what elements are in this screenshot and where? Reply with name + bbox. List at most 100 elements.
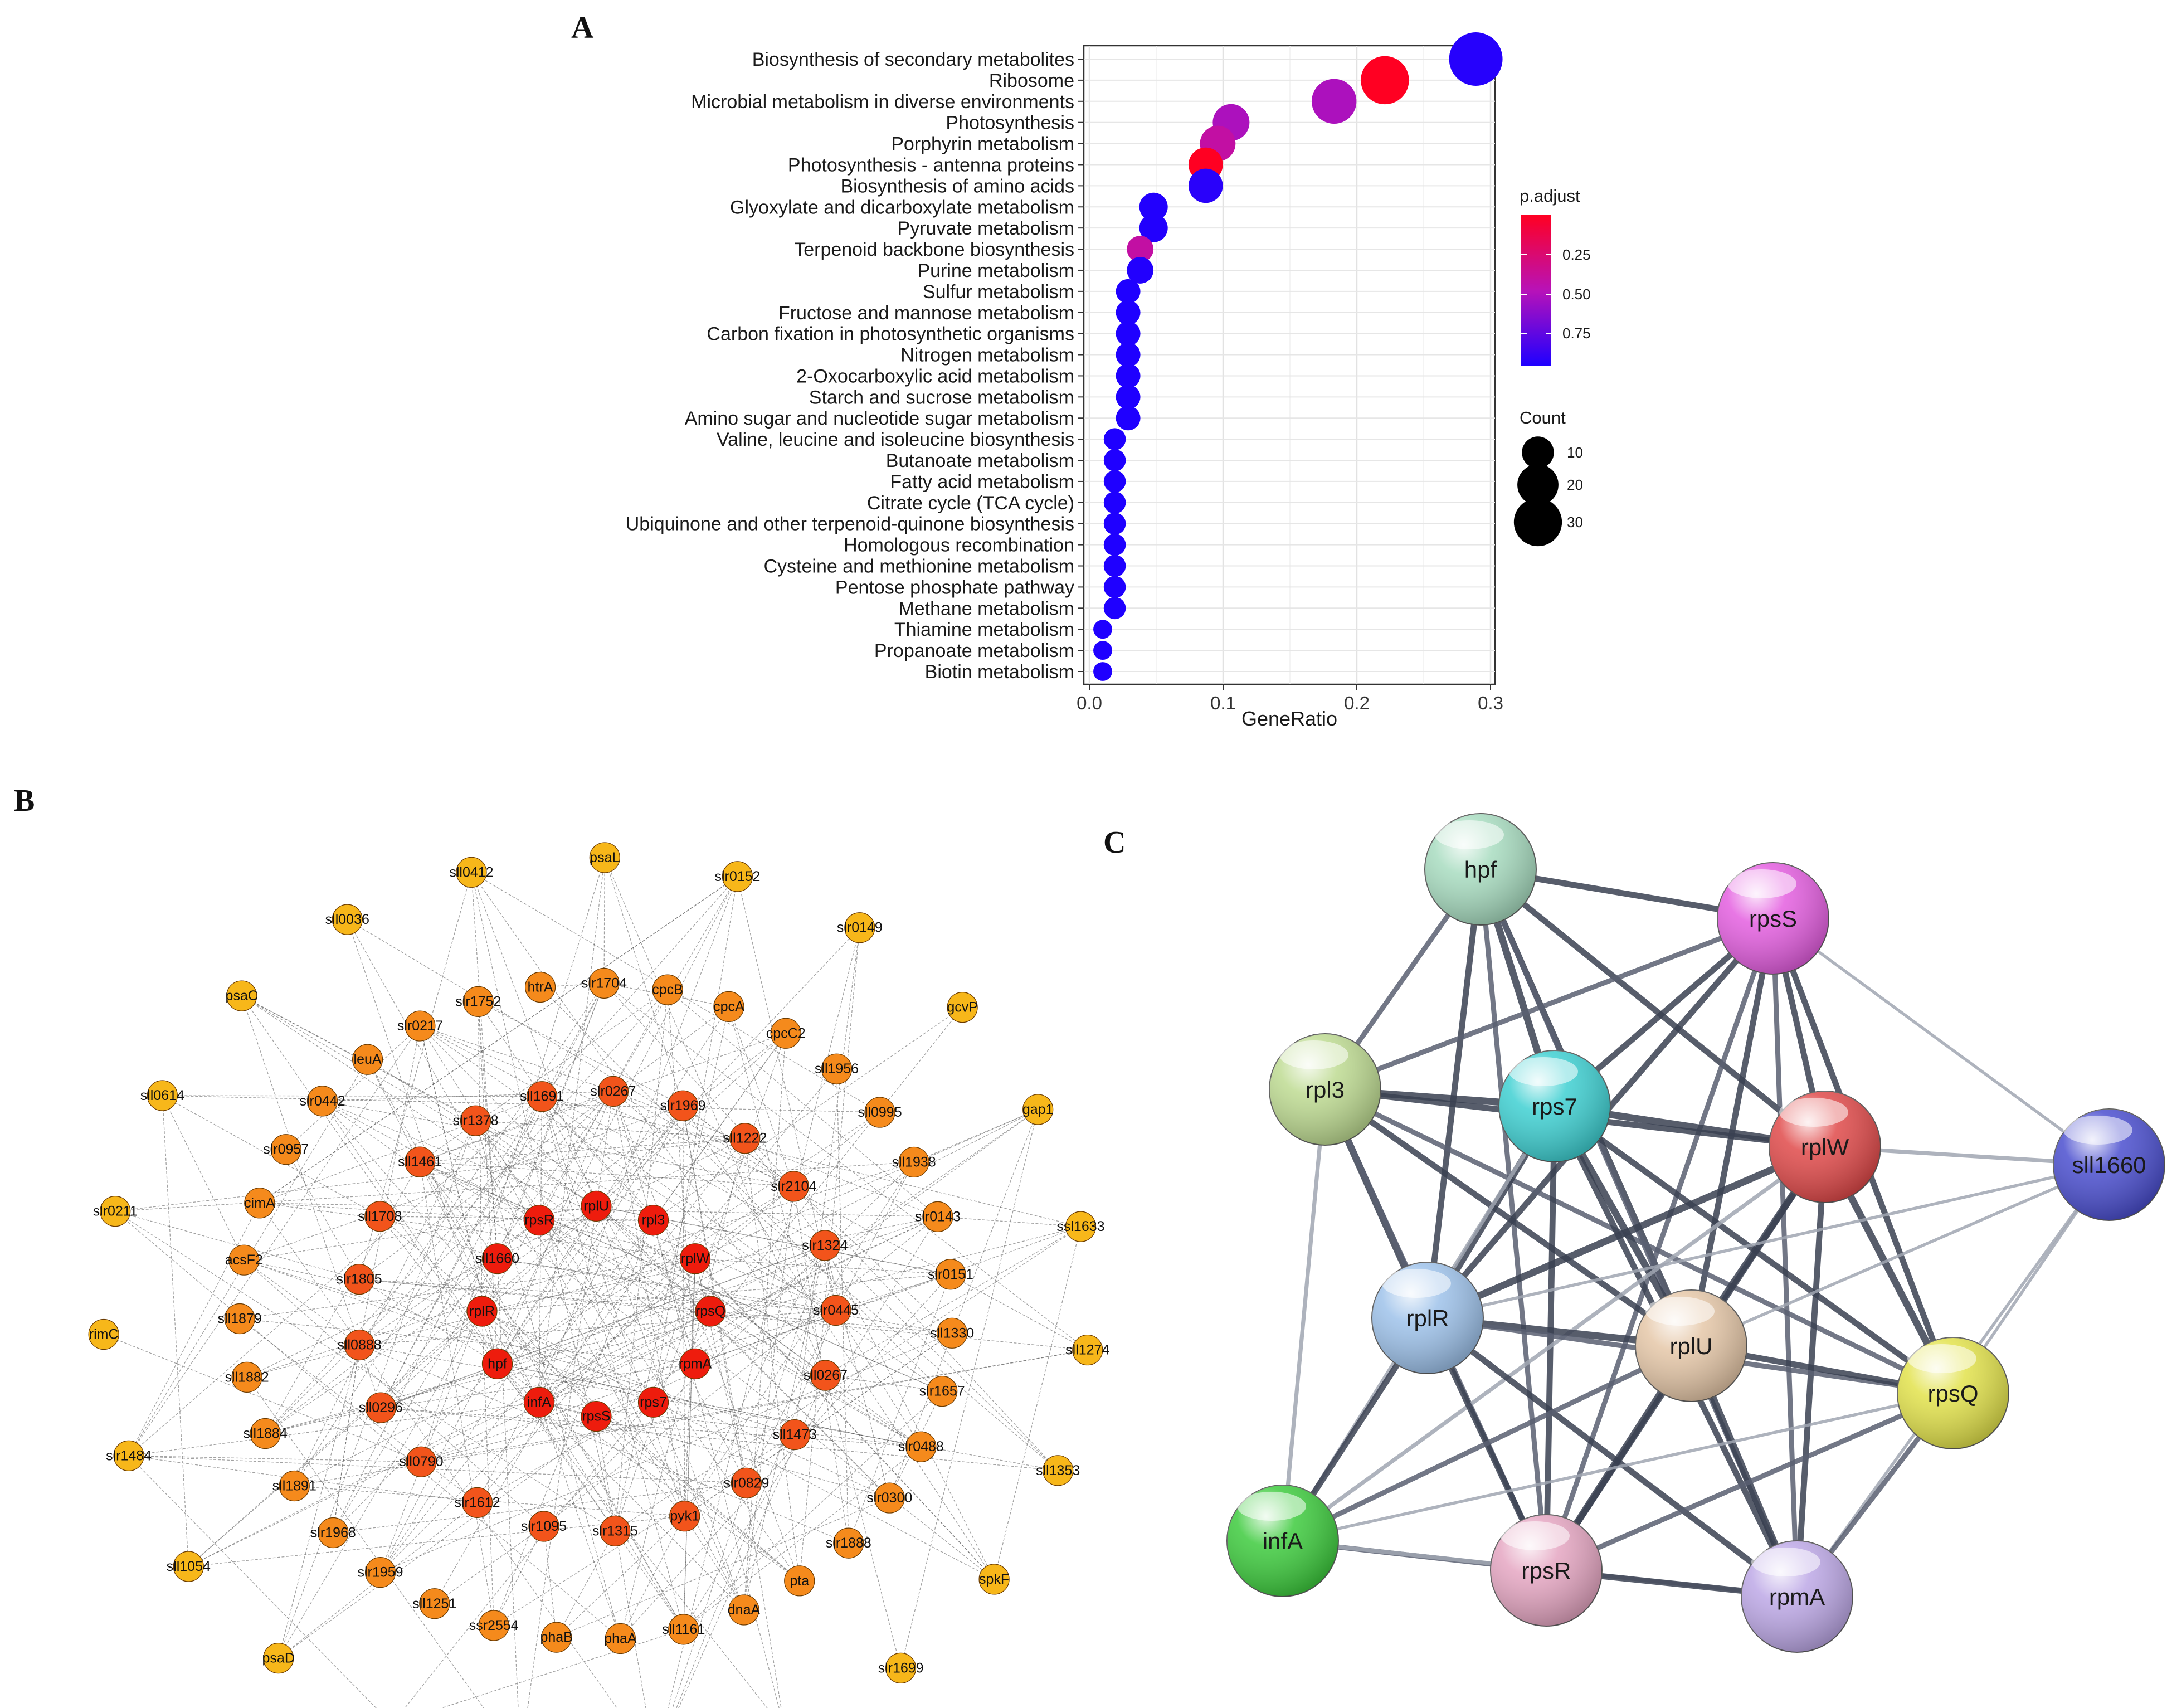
network-node[interactable] bbox=[936, 1317, 968, 1349]
network-node[interactable] bbox=[581, 1401, 612, 1432]
network-node[interactable] bbox=[306, 1086, 338, 1117]
network-node[interactable] bbox=[1022, 1094, 1054, 1125]
network-node[interactable] bbox=[231, 1361, 262, 1393]
network-node[interactable] bbox=[679, 1243, 711, 1274]
network-node[interactable] bbox=[364, 1557, 396, 1588]
network-node[interactable] bbox=[833, 1527, 864, 1559]
network-node[interactable] bbox=[731, 1467, 762, 1498]
network-node[interactable] bbox=[466, 1296, 498, 1327]
network-node[interactable] bbox=[778, 1171, 809, 1202]
network-node[interactable] bbox=[173, 1551, 204, 1582]
protein-node[interactable]: rpl3 bbox=[1269, 1033, 1381, 1146]
network-node[interactable] bbox=[527, 1081, 558, 1112]
network-node[interactable] bbox=[637, 1386, 669, 1418]
network-node[interactable] bbox=[784, 1565, 815, 1597]
network-node[interactable] bbox=[244, 1188, 275, 1219]
network-node[interactable] bbox=[729, 1123, 761, 1154]
network-node[interactable] bbox=[113, 1440, 144, 1471]
network-node[interactable] bbox=[605, 1623, 636, 1655]
network-node[interactable] bbox=[779, 1419, 810, 1451]
network-node[interactable] bbox=[481, 1348, 513, 1379]
protein-node[interactable]: rpsR bbox=[1490, 1514, 1603, 1627]
network-node[interactable] bbox=[770, 1018, 801, 1049]
network-node[interactable] bbox=[365, 1392, 396, 1423]
network-node[interactable] bbox=[405, 1010, 436, 1042]
network-node[interactable] bbox=[885, 1652, 917, 1683]
network-node[interactable] bbox=[364, 1201, 396, 1232]
network-node[interactable] bbox=[864, 1097, 895, 1128]
network-node[interactable] bbox=[88, 1318, 119, 1350]
network-node[interactable] bbox=[279, 1470, 310, 1502]
network-node[interactable] bbox=[581, 1190, 612, 1222]
network-node[interactable] bbox=[263, 1643, 294, 1674]
network-node[interactable] bbox=[478, 1610, 509, 1641]
network-node[interactable] bbox=[523, 1386, 555, 1418]
network-node[interactable] bbox=[821, 1053, 853, 1084]
protein-node[interactable]: rpsQ bbox=[1897, 1337, 2009, 1449]
network-node[interactable] bbox=[226, 980, 257, 1011]
network-node[interactable] bbox=[228, 1244, 260, 1276]
network-node[interactable] bbox=[820, 1295, 851, 1326]
protein-node[interactable]: rpsS bbox=[1717, 862, 1829, 975]
network-node[interactable] bbox=[461, 1487, 493, 1518]
network-node[interactable] bbox=[1043, 1455, 1074, 1486]
network-node[interactable] bbox=[100, 1196, 131, 1227]
node-label: phaB bbox=[540, 1629, 572, 1645]
network-node[interactable] bbox=[456, 857, 487, 888]
network-node[interactable] bbox=[844, 912, 875, 943]
network-node[interactable] bbox=[898, 1146, 929, 1178]
network-node[interactable] bbox=[810, 1360, 841, 1391]
network-node[interactable] bbox=[523, 1205, 555, 1236]
protein-node[interactable]: rplW bbox=[1769, 1091, 1881, 1203]
network-node[interactable] bbox=[147, 1080, 178, 1111]
network-node[interactable] bbox=[600, 1515, 631, 1546]
network-node[interactable] bbox=[669, 1501, 700, 1532]
network-node[interactable] bbox=[343, 1264, 375, 1295]
network-node[interactable] bbox=[935, 1259, 966, 1290]
network-node[interactable] bbox=[652, 974, 683, 1005]
network-node[interactable] bbox=[713, 991, 744, 1023]
network-node[interactable] bbox=[1072, 1334, 1103, 1366]
network-node[interactable] bbox=[589, 842, 620, 873]
network-node[interactable] bbox=[332, 904, 363, 935]
network-node[interactable] bbox=[588, 967, 620, 999]
network-node[interactable] bbox=[419, 1588, 450, 1619]
network-node[interactable] bbox=[637, 1205, 669, 1236]
network-node[interactable] bbox=[528, 1511, 559, 1542]
network-node[interactable] bbox=[668, 1614, 699, 1645]
protein-node[interactable]: rplR bbox=[1371, 1262, 1484, 1374]
network-node[interactable] bbox=[947, 992, 978, 1023]
network-node[interactable] bbox=[405, 1146, 436, 1177]
network-node[interactable] bbox=[224, 1303, 255, 1335]
network-node[interactable] bbox=[728, 1594, 759, 1626]
network-node[interactable] bbox=[927, 1375, 958, 1407]
network-node[interactable] bbox=[481, 1243, 513, 1274]
network-node[interactable] bbox=[597, 1076, 629, 1107]
protein-node[interactable]: rpmA bbox=[1741, 1540, 1853, 1653]
network-node[interactable] bbox=[344, 1329, 375, 1361]
network-node[interactable] bbox=[905, 1431, 937, 1462]
network-node[interactable] bbox=[978, 1564, 1010, 1595]
network-node[interactable] bbox=[250, 1418, 281, 1449]
protein-node[interactable]: rplU bbox=[1635, 1289, 1747, 1402]
network-node[interactable] bbox=[524, 971, 556, 1003]
network-node[interactable] bbox=[695, 1296, 726, 1327]
protein-node[interactable]: sll1660 bbox=[2053, 1108, 2165, 1221]
network-node[interactable] bbox=[679, 1348, 711, 1379]
network-node[interactable] bbox=[1065, 1211, 1097, 1242]
network-node[interactable] bbox=[667, 1090, 699, 1121]
network-node[interactable] bbox=[352, 1044, 383, 1075]
network-node[interactable] bbox=[462, 986, 494, 1017]
network-node[interactable] bbox=[722, 861, 753, 892]
network-node[interactable] bbox=[460, 1105, 491, 1136]
network-node[interactable] bbox=[270, 1134, 301, 1165]
network-node[interactable] bbox=[406, 1446, 437, 1477]
network-node[interactable] bbox=[922, 1201, 953, 1232]
network-node[interactable] bbox=[541, 1622, 572, 1653]
network-node[interactable] bbox=[318, 1517, 349, 1549]
network-node[interactable] bbox=[809, 1230, 840, 1261]
protein-node[interactable]: rps7 bbox=[1498, 1050, 1611, 1162]
protein-node[interactable]: hpf bbox=[1424, 813, 1537, 926]
network-node[interactable] bbox=[874, 1482, 905, 1514]
protein-node[interactable]: infA bbox=[1226, 1485, 1339, 1597]
